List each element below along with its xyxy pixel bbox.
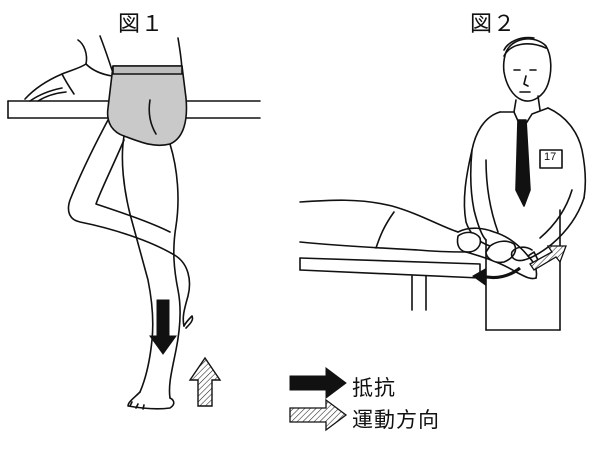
figure1-resistance-arrow bbox=[149, 299, 177, 355]
exam-table bbox=[299, 257, 481, 311]
figure1-illustration bbox=[7, 35, 261, 410]
figure2-motion-arrow bbox=[529, 245, 567, 271]
bent-leg bbox=[67, 119, 194, 329]
figure2-resistance-arrow bbox=[472, 266, 521, 286]
figure2-title: 図２ bbox=[470, 12, 517, 37]
legend-motion-label: 運動方向 bbox=[352, 408, 440, 432]
shorts bbox=[106, 65, 188, 147]
legend-motion-icon bbox=[289, 398, 348, 432]
legend-resistance-icon bbox=[289, 367, 347, 399]
therapist-badge-number: 17 bbox=[544, 151, 557, 163]
hand-on-bar bbox=[24, 39, 88, 102]
patient-leg bbox=[299, 199, 539, 280]
standing-leg bbox=[121, 135, 181, 410]
figure1-motion-arrow bbox=[188, 356, 222, 407]
legend-resistance-label: 抵抗 bbox=[352, 376, 396, 400]
figure1-title: 図１ bbox=[118, 12, 165, 37]
figure2-illustration bbox=[299, 36, 587, 331]
therapist bbox=[456, 36, 587, 331]
